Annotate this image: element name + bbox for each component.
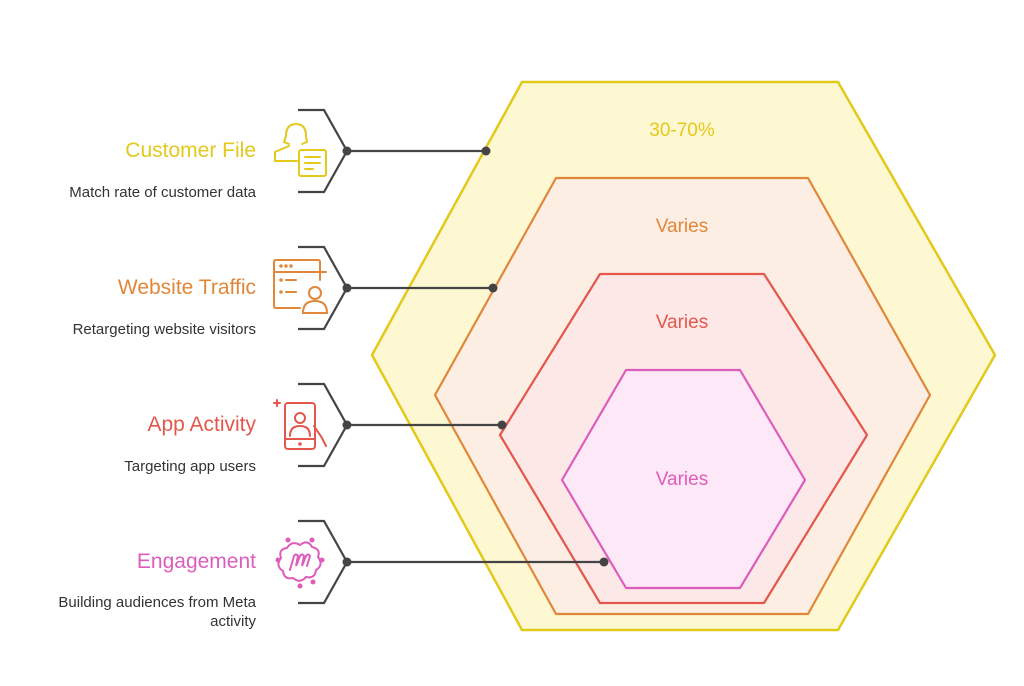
source-desc-app-activity: Targeting app users xyxy=(124,458,256,475)
customer-file-icon xyxy=(274,122,327,177)
source-desc-website-traffic: Retargeting website visitors xyxy=(72,321,256,338)
mobile-app-icon xyxy=(273,399,327,450)
source-title-app-activity: App Activity xyxy=(147,413,256,436)
layer-value-app-activity: Varies xyxy=(655,312,709,333)
meta-engagement-icon xyxy=(275,537,325,589)
layer-value-engagement: Varies xyxy=(655,469,709,490)
source-title-website-traffic: Website Traffic xyxy=(117,276,256,299)
layer-value-customer-file: 30-70% xyxy=(649,120,715,141)
source-title-customer-file: Customer File xyxy=(125,139,256,162)
layer-value-website-traffic: Varies xyxy=(655,216,709,237)
source-title-engagement: Engagement xyxy=(136,550,256,573)
website-user-icon xyxy=(273,259,329,314)
source-desc-engagement: Building audiences from Meta activity xyxy=(58,594,256,630)
hexagon-engagement xyxy=(560,368,807,590)
source-desc-customer-file: Match rate of customer data xyxy=(69,184,256,201)
